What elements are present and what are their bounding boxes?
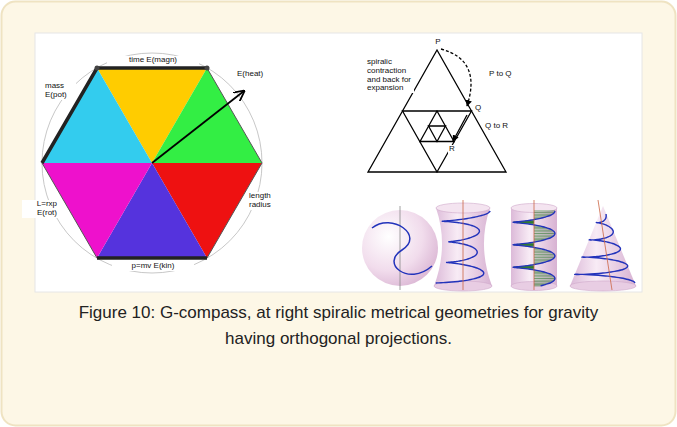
axis-label: length radius: [248, 192, 286, 210]
point-label: Q: [474, 104, 488, 113]
axis-label: time E(magn): [107, 56, 199, 65]
path-label: Q to R: [484, 122, 526, 131]
spiralic-geometries: [362, 200, 636, 291]
axis-label: mass E(pot): [44, 82, 76, 100]
axis-label: L=rxp E(rot): [22, 200, 58, 218]
figure-caption: Figure 10: G-compass, at right spiralic …: [63, 300, 614, 351]
point-label: P: [431, 38, 445, 47]
g-compass-hexagon: [42, 53, 262, 273]
axis-label: p=mv E(kin): [112, 262, 194, 271]
vector-label: E(heat): [236, 70, 278, 79]
path-label: P to Q: [488, 70, 530, 79]
image-panel: [35, 33, 642, 292]
note: spiralic contraction and back for expans…: [366, 58, 414, 93]
point-label: R: [448, 145, 462, 154]
